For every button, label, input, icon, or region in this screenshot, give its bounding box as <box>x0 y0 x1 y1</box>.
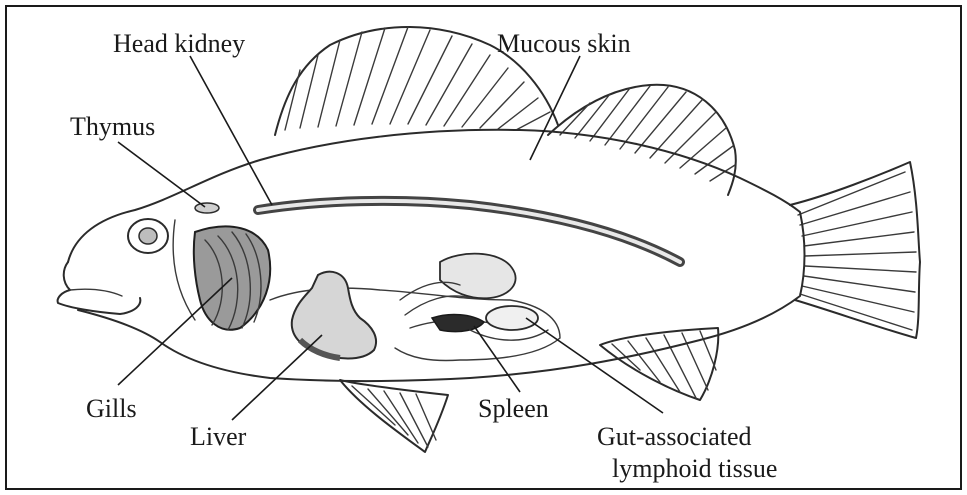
label-galt-line1: Gut-associated <box>597 422 752 451</box>
label-thymus: Thymus <box>70 112 155 141</box>
fish-eye <box>128 219 168 253</box>
thymus-organ <box>195 203 219 213</box>
label-spleen: Spleen <box>478 394 549 423</box>
label-liver: Liver <box>190 422 247 451</box>
galt-organ <box>486 306 538 330</box>
label-mucous-skin: Mucous skin <box>497 29 631 58</box>
label-gills: Gills <box>86 394 137 423</box>
label-head-kidney: Head kidney <box>113 29 245 58</box>
label-galt-line2: lymphoid tissue <box>612 454 777 483</box>
